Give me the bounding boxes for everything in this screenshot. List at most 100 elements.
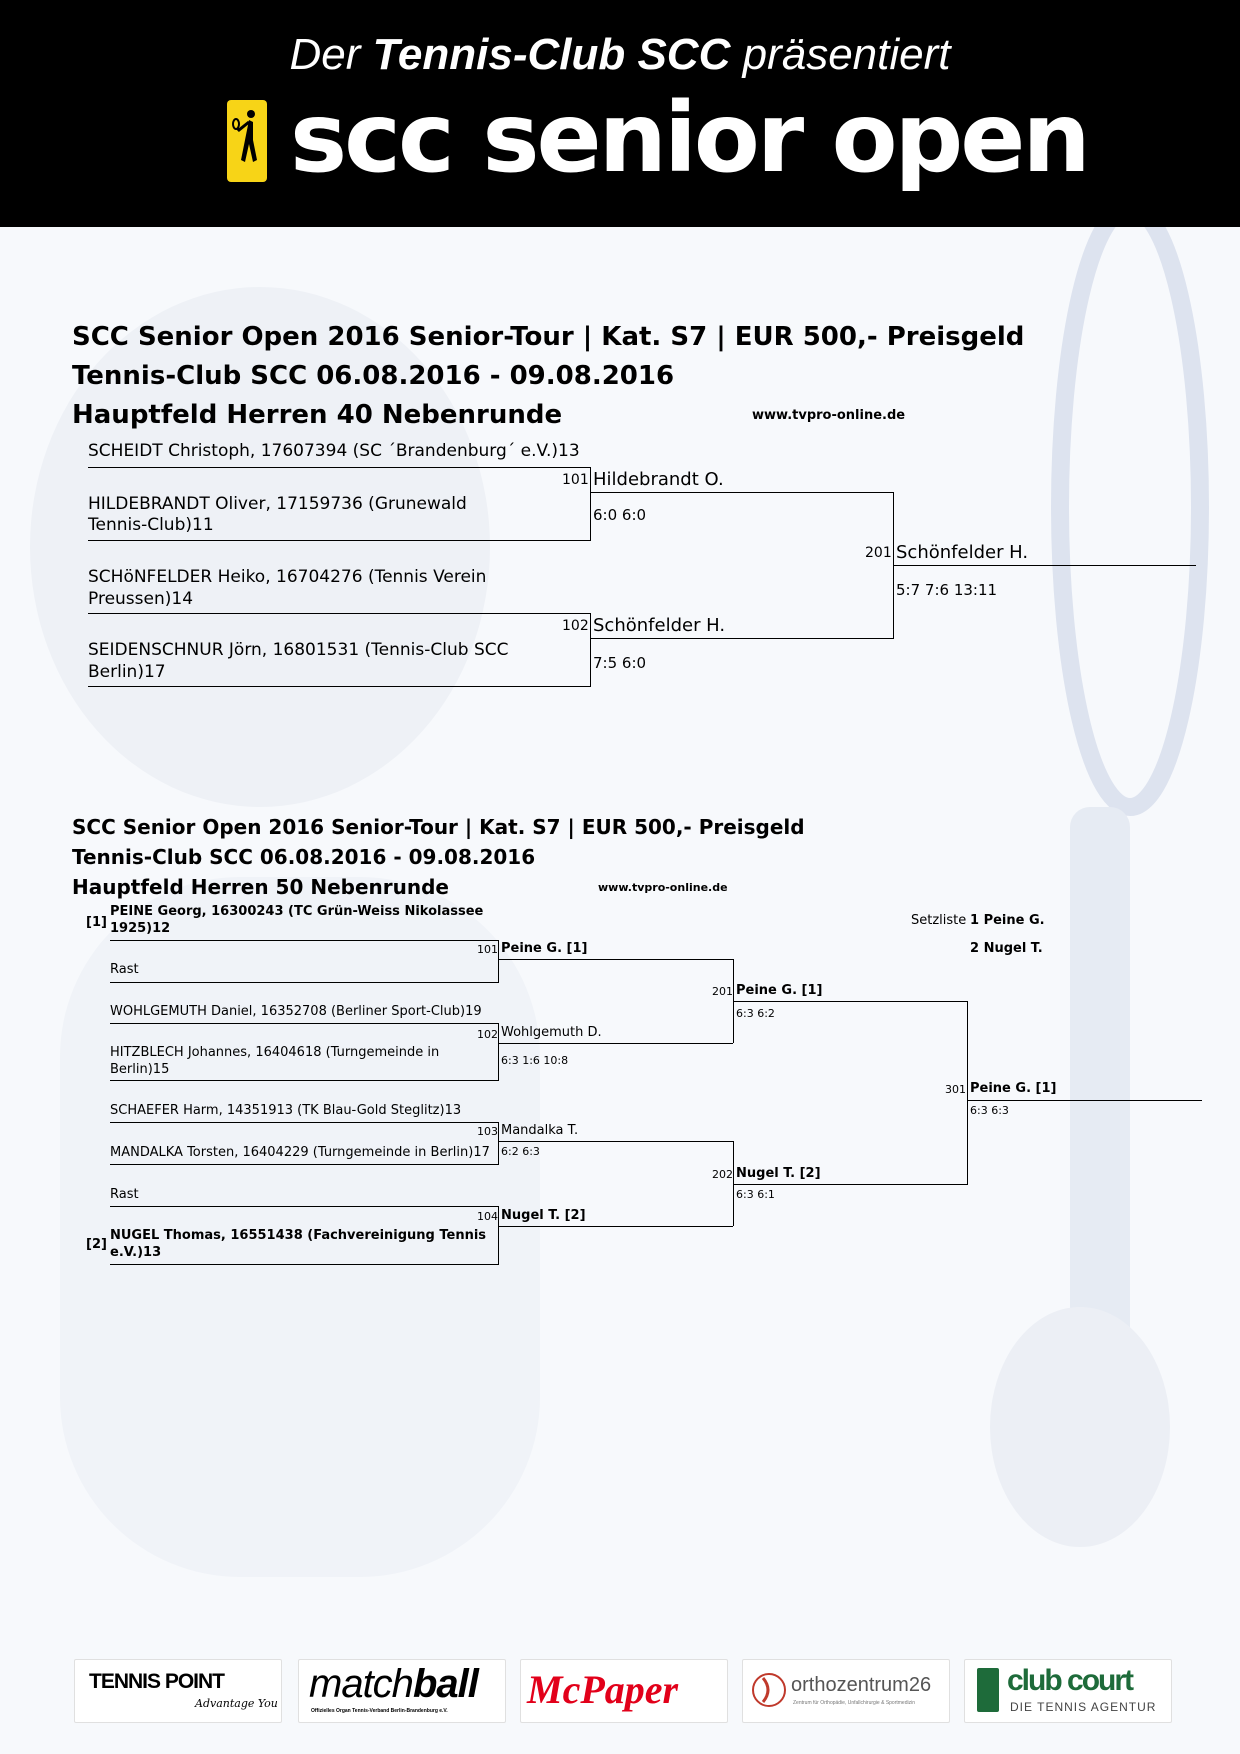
- draw1-match-102-score: 7:5 6:0: [593, 654, 647, 672]
- draw1-match-201-winner: Schönfelder H.: [896, 542, 1029, 563]
- background-player-illustration: [30, 227, 1209, 1577]
- draw2-line: [498, 940, 499, 982]
- draw1-website-link[interactable]: www.tvpro-online.de: [752, 408, 906, 423]
- draw1-player-3-club: Preussen)14: [88, 589, 194, 609]
- draw2-title-line2: Tennis-Club SCC 06.08.2016 - 09.08.2016: [72, 845, 536, 869]
- draw2-match-301-winner: Peine G. [1]: [970, 1081, 1057, 1096]
- draw2-seed-2: [2]: [86, 1237, 107, 1252]
- draw2-match-201-winner: Peine G. [1]: [736, 983, 823, 998]
- draw2-player-1-club: 1925)12: [110, 921, 171, 936]
- draw2-match-102-winner: Wohlgemuth D.: [501, 1025, 602, 1040]
- draw2-match-301-number: 301: [945, 1083, 966, 1096]
- sponsor-tennis-point[interactable]: TENNIS POINT Advantage You: [74, 1659, 282, 1723]
- draw1-match-201-number: 201: [865, 545, 892, 561]
- mcpaper-logo-text: McPaper: [527, 1667, 679, 1712]
- orthozentrum-logo-text: orthozentrum26: [791, 1674, 932, 1696]
- draw2-player-8-club: e.V.)13: [110, 1245, 162, 1260]
- draw1-line: [590, 467, 591, 540]
- draw2-match-102-number: 102: [477, 1028, 498, 1041]
- draw1-match-101-winner: Hildebrandt O.: [593, 469, 724, 490]
- draw2-player-5: SCHAEFER Harm, 14351913 (TK Blau-Gold St…: [110, 1103, 462, 1118]
- draw1-line: [88, 467, 591, 468]
- tennis-player-logo-icon: [227, 100, 267, 182]
- draw2-player-3: WOHLGEMUTH Daniel, 16352708 (Berliner Sp…: [110, 1004, 482, 1019]
- draw2-line: [110, 982, 499, 983]
- sponsor-orthozentrum[interactable]: orthozentrum26 Zentrum für Orthopädie, U…: [742, 1659, 950, 1723]
- draw2-match-102-score: 6:3 1:6 10:8: [501, 1054, 569, 1067]
- draw2-line: [967, 1001, 968, 1184]
- club-court-player-icon: [977, 1668, 999, 1712]
- draw2-line: [499, 959, 733, 960]
- draw2-line: [110, 1023, 499, 1024]
- draw2-match-103-number: 103: [477, 1125, 498, 1138]
- draw1-line: [88, 613, 591, 614]
- draw2-match-201-number: 201: [712, 985, 733, 998]
- draw2-seedlist-item-1: 1 Peine G.: [970, 913, 1045, 928]
- draw2-line: [498, 1122, 499, 1164]
- draw2-match-103-winner: Mandalka T.: [501, 1123, 579, 1138]
- tennis-point-tagline: Advantage You: [195, 1697, 278, 1710]
- draw1-match-102-winner: Schönfelder H.: [593, 615, 726, 636]
- draw1-player-4: SEIDENSCHNUR Jörn, 16801531 (Tennis-Club…: [88, 640, 509, 660]
- header-tagline: Der Tennis-Club SCC präsentiert: [0, 30, 1240, 80]
- tagline-club: Tennis-Club SCC: [372, 30, 731, 79]
- matchball-subtitle: Offizielles Organ Tennis-Verband Berlin-…: [311, 1708, 448, 1714]
- draw2-player-7: Rast: [110, 1187, 139, 1202]
- draw1-match-101-score: 6:0 6:0: [593, 506, 647, 524]
- orthozentrum-spine-icon: [751, 1670, 787, 1714]
- draw1-title-line2: Tennis-Club SCC 06.08.2016 - 09.08.2016: [72, 361, 675, 391]
- draw2-player-4-club: Berlin)15: [110, 1062, 170, 1077]
- draw1-player-2-club: Tennis-Club)11: [88, 515, 214, 535]
- draw1-line: [893, 492, 894, 638]
- draw2-match-101-number: 101: [477, 943, 498, 956]
- draw1-line: [591, 638, 894, 639]
- draw2-line: [498, 1023, 499, 1080]
- draw1-title-line1: SCC Senior Open 2016 Senior-Tour | Kat. …: [72, 322, 1025, 352]
- draw2-player-4: HITZBLECH Johannes, 16404618 (Turngemein…: [110, 1045, 440, 1060]
- draw2-match-202-winner: Nugel T. [2]: [736, 1166, 821, 1181]
- draw1-player-4-club: Berlin)17: [88, 662, 166, 682]
- header-banner: Der Tennis-Club SCC präsentiert scc seni…: [0, 0, 1240, 227]
- tagline-post: präsentiert: [742, 30, 951, 79]
- draw2-seedlist-item-2: 2 Nugel T.: [970, 941, 1043, 956]
- draw2-player-8: NUGEL Thomas, 16551438 (Fachvereinigung …: [110, 1228, 487, 1243]
- draw1-line: [88, 540, 591, 541]
- draw2-website-link[interactable]: www.tvpro-online.de: [598, 881, 728, 894]
- draw2-line: [499, 1043, 733, 1044]
- draw1-match-201-score: 5:7 7:6 13:11: [896, 581, 998, 599]
- draw2-line: [498, 1206, 499, 1264]
- draw2-line: [110, 1080, 499, 1081]
- orthozentrum-subtitle: Zentrum für Orthopädie, Unfallchirurgie …: [793, 1700, 915, 1706]
- draw2-match-103-score: 6:2 6:3: [501, 1145, 540, 1158]
- draw1-line: [894, 565, 1196, 566]
- draw1-player-3: SCHöNFELDER Heiko, 16704276 (Tennis Vere…: [88, 567, 487, 587]
- draw2-match-104-winner: Nugel T. [2]: [501, 1208, 586, 1223]
- draw2-player-2: Rast: [110, 962, 139, 977]
- draw2-match-202-number: 202: [712, 1168, 733, 1181]
- sponsor-matchball[interactable]: matchball Offizielles Organ Tennis-Verba…: [298, 1659, 506, 1723]
- draw2-line: [499, 1141, 733, 1142]
- draw2-line: [110, 1122, 499, 1123]
- draw2-match-101-winner: Peine G. [1]: [501, 941, 588, 956]
- sponsor-club-court[interactable]: club court DIE TENNIS AGENTUR: [964, 1659, 1172, 1723]
- draw1-line: [591, 492, 894, 493]
- draw1-match-102-number: 102: [562, 618, 589, 634]
- draw2-line: [110, 1164, 499, 1165]
- draw2-player-6: MANDALKA Torsten, 16404229 (Turngemeinde…: [110, 1145, 490, 1160]
- draw2-seedlist-label: Setzliste: [911, 913, 967, 928]
- draw2-line: [110, 1264, 499, 1265]
- draw2-line: [968, 1100, 1202, 1101]
- matchball-logo-part2: ball: [412, 1662, 479, 1706]
- tagline-pre: Der: [289, 30, 361, 79]
- draw2-line: [734, 1001, 968, 1002]
- draw1-line: [590, 613, 591, 686]
- tennis-point-logo-text: TENNIS POINT: [89, 1670, 225, 1693]
- sponsor-mcpaper[interactable]: McPaper: [520, 1659, 728, 1723]
- draw2-title-line3: Hauptfeld Herren 50 Nebenrunde: [72, 875, 449, 899]
- club-court-logo-text: club court: [1007, 1664, 1134, 1697]
- draw1-player-1: SCHEIDT Christoph, 17607394 (SC ´Branden…: [88, 441, 580, 461]
- draw2-line: [733, 1141, 734, 1226]
- draw1-title-line3: Hauptfeld Herren 40 Nebenrunde: [72, 400, 563, 430]
- draw2-player-1: PEINE Georg, 16300243 (TC Grün-Weiss Nik…: [110, 904, 484, 919]
- draw2-line: [734, 1184, 968, 1185]
